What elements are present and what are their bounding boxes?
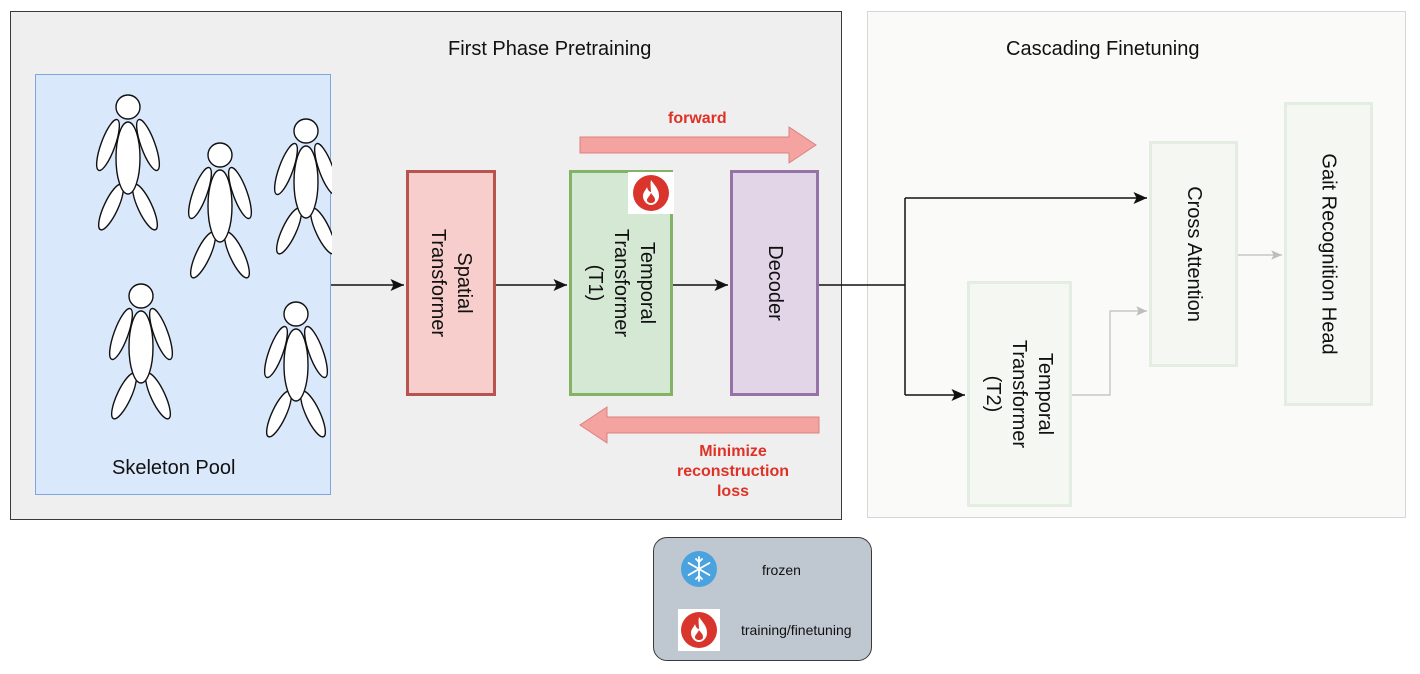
gait-recognition-head-label: Gait Recognition Head [1317,153,1340,355]
legend-training-swatch [678,609,720,651]
skeleton-figure [263,301,329,438]
snowflake-icon [681,551,717,587]
fire-icon [681,612,717,648]
decoder-block: Decoder [730,170,819,396]
minimize-label-line1: Minimize [699,443,767,460]
cross-attention-label: Cross Attention [1182,186,1205,322]
skeleton-figure [108,283,174,420]
skeleton-pool-label: Skeleton Pool [112,457,236,479]
legend-frozen-label: frozen [762,562,801,578]
gait-recognition-head-block: Gait Recognition Head [1284,102,1373,406]
skeleton-figure [187,142,253,279]
minimize-label: Minimize reconstruction loss [643,442,823,502]
temporal-transformer-t2-label: Temporal Transformer (T2) [982,339,1057,449]
spatial-transformer-label: Spatial Transformer [427,228,475,338]
spatial-transformer-block: Spatial Transformer [406,170,496,396]
pretraining-title: First Phase Pretraining [448,38,652,60]
forward-label: forward [668,110,727,127]
minimize-arrow [579,406,820,444]
temporal-transformer-t1-label: Temporal Transformer (T1) [584,228,659,338]
forward-arrow [579,126,817,164]
t1-training-badge [628,172,674,214]
fire-icon [633,175,669,211]
arrow-temporal2-to-cross [1072,306,1147,396]
skeleton-figure [273,118,339,255]
decoder-label: Decoder [763,245,786,321]
finetuning-title: Cascading Finetuning [1006,38,1200,60]
temporal-transformer-t2-block: Temporal Transformer (T2) [967,281,1072,507]
skeleton-figure [95,94,161,231]
minimize-label-line3: loss [716,483,749,500]
skeleton-pool [35,74,339,495]
minimize-label-line2: reconstruction [676,463,789,480]
legend-training-label: training/finetuning [741,622,852,638]
legend-frozen-swatch [680,550,718,588]
skeleton-figures [95,94,339,438]
cross-attention-block: Cross Attention [1149,141,1238,367]
